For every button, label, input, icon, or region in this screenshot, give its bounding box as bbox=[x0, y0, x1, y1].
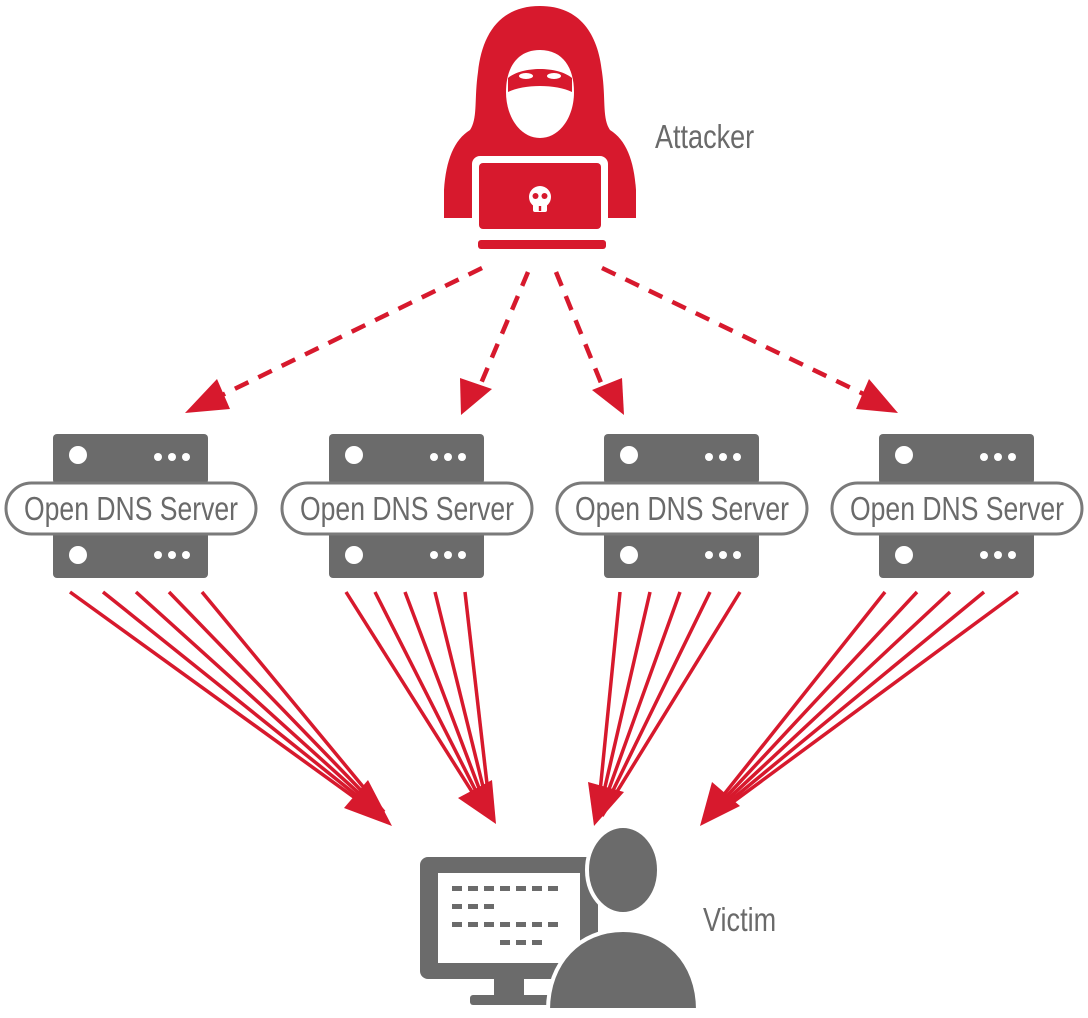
query-arrow bbox=[211, 265, 483, 403]
server-rack-icon bbox=[329, 434, 484, 578]
server-label-pill bbox=[555, 481, 809, 536]
response-arrow bbox=[433, 591, 491, 812]
response-arrow bbox=[708, 590, 887, 814]
response-arrow bbox=[101, 590, 383, 817]
response-arrow bbox=[596, 591, 622, 813]
response-arrow bbox=[167, 590, 385, 815]
response-arrow bbox=[599, 591, 712, 816]
person-at-computer-icon bbox=[420, 824, 701, 1012]
query-arrowheads bbox=[185, 378, 898, 415]
query-arrowhead bbox=[185, 379, 230, 413]
response-arrow bbox=[403, 591, 490, 813]
victim-label: Victim bbox=[703, 903, 776, 939]
skull-icon bbox=[529, 186, 551, 212]
response-arrow bbox=[200, 590, 386, 814]
query-arrowhead bbox=[460, 378, 492, 415]
query-arrows bbox=[211, 265, 877, 403]
server-label: Open DNS Server bbox=[575, 490, 789, 527]
response-arrow bbox=[68, 590, 382, 818]
server-label: Open DNS Server bbox=[300, 490, 514, 527]
server-label-pill bbox=[830, 481, 1084, 536]
query-arrowhead bbox=[592, 378, 624, 415]
server-label: Open DNS Server bbox=[850, 490, 1064, 527]
hooded-hacker-with-laptop-icon bbox=[444, 6, 636, 249]
server-rack-icon bbox=[879, 434, 1034, 578]
response-arrow bbox=[597, 591, 652, 814]
query-arrow bbox=[601, 265, 877, 403]
dns-server: Open DNS Server bbox=[555, 434, 809, 578]
server-label-pill bbox=[4, 481, 258, 536]
response-arrowheads bbox=[344, 780, 740, 826]
response-arrows bbox=[68, 590, 1020, 818]
server-label: Open DNS Server bbox=[24, 490, 238, 527]
response-arrow bbox=[711, 590, 986, 817]
attacker: Attacker bbox=[444, 6, 754, 249]
response-arrow bbox=[712, 590, 1020, 818]
query-arrow bbox=[471, 271, 531, 401]
query-arrow bbox=[553, 271, 611, 401]
response-arrow bbox=[134, 590, 384, 816]
response-arrow bbox=[709, 590, 919, 815]
dns-server: Open DNS Server bbox=[830, 434, 1084, 578]
response-arrow bbox=[463, 591, 492, 811]
attacker-label: Attacker bbox=[655, 120, 754, 156]
server-label-pill bbox=[280, 481, 534, 536]
response-arrow bbox=[600, 591, 742, 817]
dns-server: Open DNS Server bbox=[280, 434, 534, 578]
response-arrow bbox=[710, 590, 952, 816]
query-arrowhead bbox=[856, 379, 898, 413]
dns-server: Open DNS Server bbox=[4, 434, 258, 578]
server-rack-icon bbox=[604, 434, 759, 578]
server-rack-icon bbox=[53, 434, 208, 578]
response-arrowhead bbox=[458, 780, 496, 824]
response-arrow bbox=[598, 591, 682, 815]
response-arrow bbox=[344, 591, 488, 815]
response-arrowhead bbox=[588, 782, 624, 826]
response-arrow bbox=[373, 591, 489, 814]
response-arrowhead bbox=[700, 782, 740, 826]
response-arrowhead bbox=[344, 780, 392, 826]
victim: Victim bbox=[420, 824, 776, 1012]
